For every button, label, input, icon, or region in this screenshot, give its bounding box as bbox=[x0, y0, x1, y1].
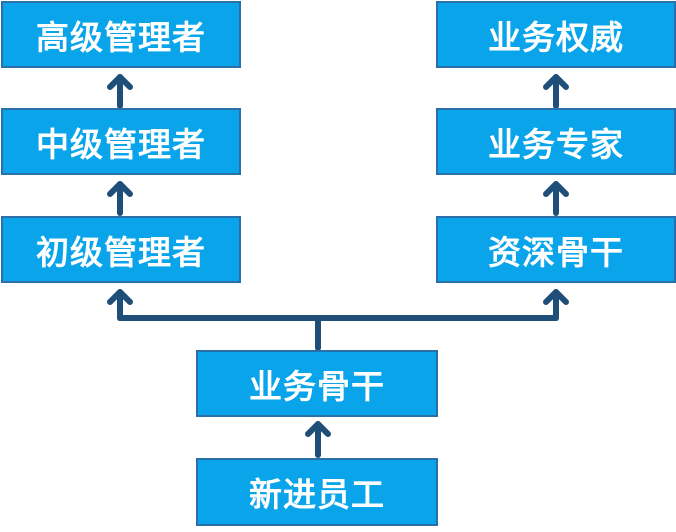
node-senior-manager: 高级管理者 bbox=[1, 1, 241, 68]
node-business-expert: 业务专家 bbox=[436, 108, 676, 175]
arrow-middle-to-senior bbox=[107, 74, 133, 109]
node-junior-manager: 初级管理者 bbox=[1, 216, 241, 283]
node-business-authority: 业务权威 bbox=[436, 1, 676, 68]
arrow-expert-to-authority bbox=[543, 74, 569, 109]
arrow-new-to-backbone bbox=[305, 421, 331, 458]
node-new-employee: 新进员工 bbox=[196, 458, 438, 526]
arrow-junior-to-middle bbox=[107, 181, 133, 216]
node-middle-manager: 中级管理者 bbox=[1, 108, 241, 175]
node-senior-backbone: 资深骨干 bbox=[436, 216, 676, 283]
branch-connector bbox=[107, 289, 569, 351]
arrow-senior-backbone-to-expert bbox=[543, 181, 569, 216]
node-business-backbone: 业务骨干 bbox=[196, 350, 438, 417]
